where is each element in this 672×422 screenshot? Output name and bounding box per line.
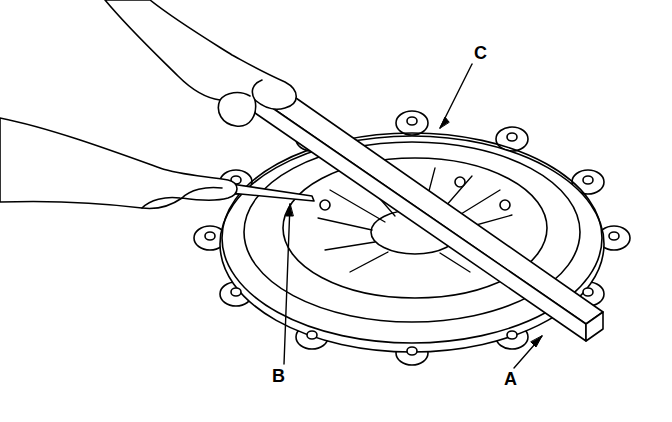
callout-letter: B [272, 367, 285, 385]
pressure-plate-housing [220, 136, 604, 352]
callout-letter: C [474, 44, 487, 62]
leader-lines [284, 64, 542, 368]
upper-hand [105, 0, 296, 126]
straight-edge [255, 82, 603, 341]
callout-letter: A [504, 370, 517, 388]
lower-hand [0, 118, 237, 208]
